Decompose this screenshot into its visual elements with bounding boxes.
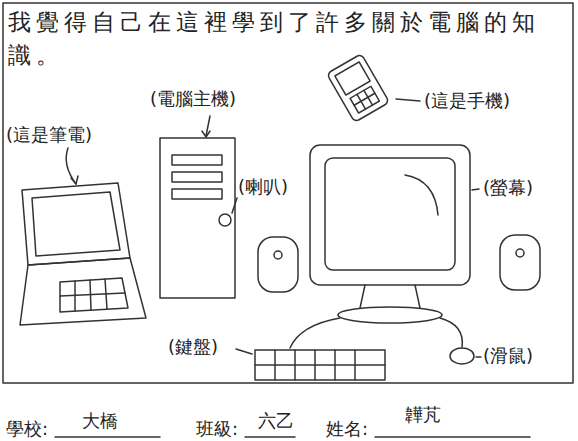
laptop-drawing — [20, 183, 146, 325]
speaker-drawing — [258, 235, 540, 292]
phone-drawing — [327, 54, 390, 122]
frame — [3, 3, 573, 383]
form-field-value: 韡芃 — [405, 404, 441, 426]
computer-tower-drawing — [160, 138, 235, 298]
form-field-label: 班級: — [196, 418, 238, 440]
part-label: (這是手機) — [424, 90, 510, 112]
monitor-drawing — [290, 145, 470, 348]
leader-lines — [66, 99, 481, 357]
keyboard-drawing — [255, 350, 385, 380]
title: 我覺得自己在這裡學到了許多關於電腦的知識。 — [8, 6, 553, 73]
form-field-value: 六乙 — [258, 410, 294, 432]
part-label: (螢幕) — [483, 177, 533, 199]
part-label: (喇叭) — [238, 176, 288, 198]
form-underlines — [55, 436, 530, 438]
part-label: (鍵盤) — [168, 336, 218, 358]
form-field-label: 學校: — [6, 418, 48, 440]
mouse-drawing — [450, 348, 474, 364]
part-label: (電腦主機) — [150, 88, 236, 110]
form-field-value: 大橋 — [82, 410, 118, 432]
part-label: (滑鼠) — [483, 345, 533, 367]
part-label: (這是筆電) — [6, 124, 92, 146]
form-field-label: 姓名: — [326, 418, 368, 440]
